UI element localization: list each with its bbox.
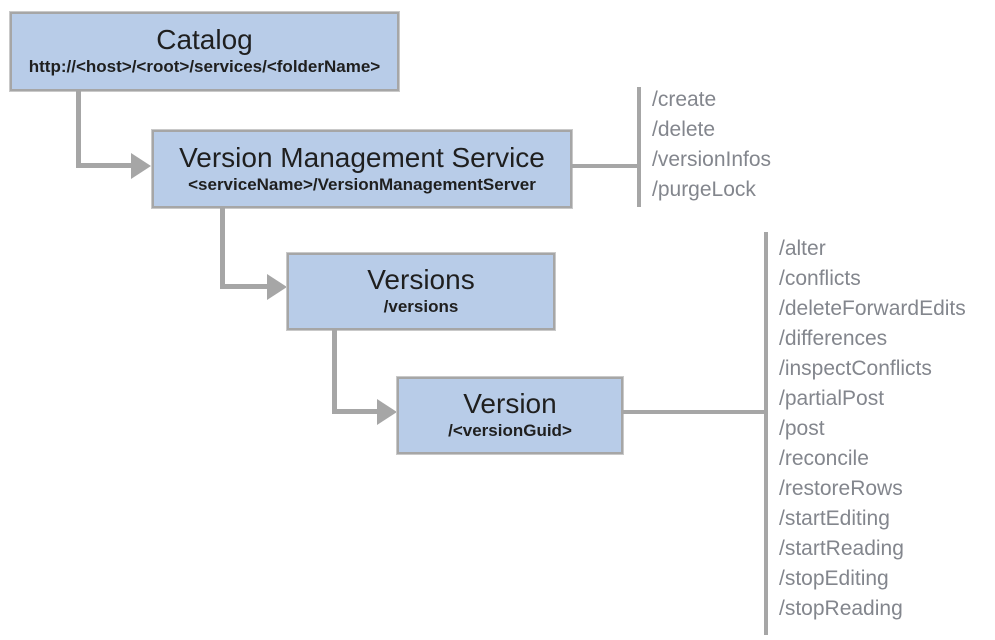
operation-item: /versionInfos [652,148,772,171]
operation-item: /stopEditing [779,567,889,590]
version-operations-list: /alter/conflicts/deleteForwardEdits/diff… [779,234,966,624]
operation-item: /startReading [779,537,904,560]
connector-vms-versions-vertical [220,207,225,288]
node-catalog-title: Catalog [156,24,253,56]
connector-versions-version-vertical [332,329,337,413]
node-version-title: Version [463,388,557,420]
operation-item: /restoreRows [779,477,903,500]
operation-item: /stopReading [779,597,903,620]
node-vms-url: <serviceName>/VersionManagementServer [188,174,536,194]
connector-vms-versions-horizontal [220,284,268,289]
version-operations-bracket [764,232,768,635]
operation-item: /startEditing [779,507,890,530]
connector-versions-version-horizontal [332,409,378,414]
operation-item: /differences [779,327,888,350]
node-vms-title: Version Management Service [179,141,545,173]
node-versions: Versions /versions [287,253,555,330]
operation-item: /inspectConflicts [779,357,932,380]
node-version: Version /<versionGuid> [397,377,623,454]
operation-item: /create [652,88,717,111]
connector-catalog-vms-vertical [76,91,81,167]
operation-item: /deleteForwardEdits [779,297,966,320]
arrowhead-icon [131,153,151,179]
node-versions-url: /versions [383,297,459,317]
arrowhead-icon [377,399,397,425]
operation-item: /conflicts [779,267,861,290]
vms-operations-list: /create/delete/versionInfos/purgeLock [652,85,771,205]
arrowhead-icon [267,274,287,300]
connector-vms-operations [572,164,638,168]
node-catalog: Catalog http://<host>/<root>/services/<f… [10,12,399,91]
vms-operations-bracket [637,87,641,207]
connector-version-operations [622,410,765,414]
node-version-url: /<versionGuid> [448,421,572,441]
operation-item: /delete [652,118,716,141]
connector-catalog-vms-horizontal [76,163,132,168]
operation-item: /purgeLock [652,178,756,201]
node-catalog-url: http://<host>/<root>/services/<folderNam… [28,57,381,77]
operation-item: /reconcile [779,447,869,470]
operation-item: /post [779,417,825,440]
node-versions-title: Versions [367,264,475,296]
node-version-management-service: Version Management Service <serviceName>… [152,130,572,208]
operation-item: /alter [779,237,826,260]
operation-item: /partialPost [779,387,885,410]
